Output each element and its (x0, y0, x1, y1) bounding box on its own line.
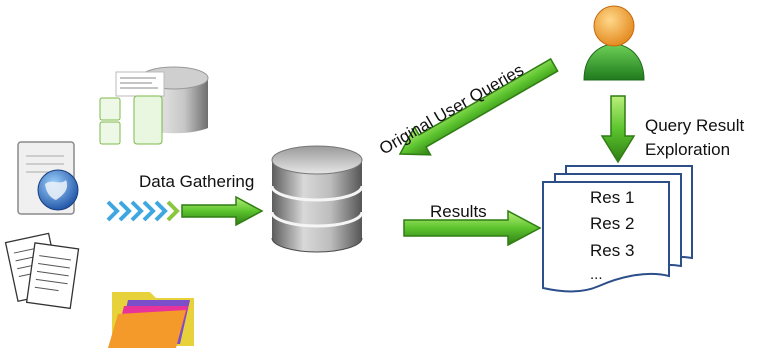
folder-icon (108, 292, 194, 348)
data-gathering-arrow (181, 195, 264, 227)
exploration-arrow (600, 95, 636, 164)
result-item-more: ... (590, 266, 603, 283)
result-item: Res 3 (590, 241, 635, 260)
mobile-screens-icon (99, 71, 165, 145)
user-icon (583, 5, 645, 81)
paper-documents-icon (4, 232, 80, 310)
result-documents-icon (542, 165, 693, 293)
database-main-icon (270, 145, 364, 253)
result-item: Res 2 (590, 214, 635, 233)
query-result-exploration-label: Query Result Exploration (645, 114, 744, 162)
results-arrow (403, 209, 542, 247)
user-queries-arrow (398, 57, 559, 156)
database-small-icon (99, 66, 209, 145)
exploration-label-line-2: Exploration (645, 140, 731, 159)
chevrons-icon (106, 200, 180, 222)
result-item: Res 1 (590, 188, 635, 207)
data-gathering-label: Data Gathering (139, 172, 255, 191)
web-document-icon (17, 141, 79, 215)
exploration-label-line-1: Query Result (645, 116, 745, 135)
results-label: Results (430, 202, 487, 221)
